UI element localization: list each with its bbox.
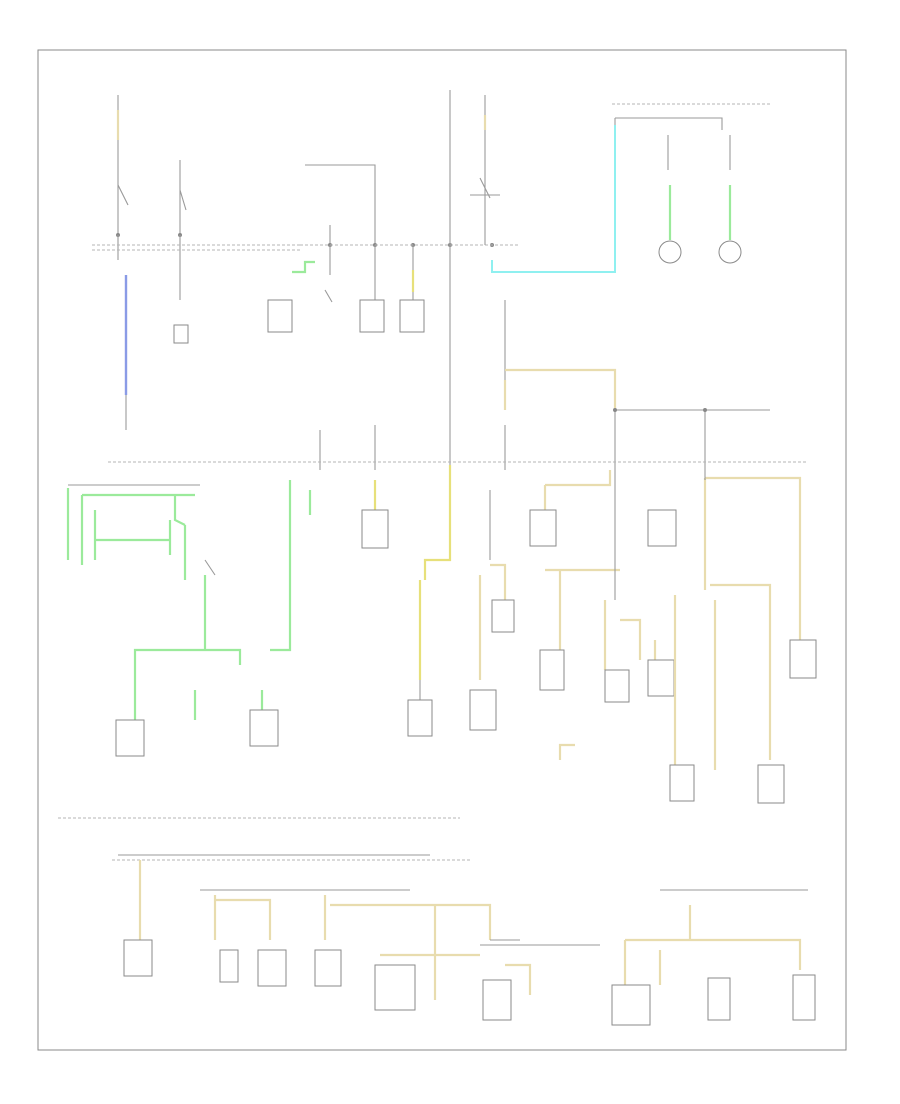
diagram-border (37, 49, 847, 1051)
component-box (529, 509, 557, 547)
component-box (539, 649, 565, 691)
relay-box (399, 299, 425, 333)
component-box (604, 669, 630, 703)
lamp-icon (718, 240, 742, 264)
component-box (219, 949, 239, 983)
component-box (792, 974, 816, 1021)
component-box (115, 719, 145, 757)
component-box (669, 764, 695, 802)
bottom-section (58, 817, 816, 1026)
component-box (789, 639, 817, 679)
component-box (314, 949, 342, 987)
component-box (173, 324, 189, 344)
component-box (611, 984, 651, 1026)
component-box (707, 977, 731, 1021)
relay-box (359, 299, 385, 333)
component-box (374, 964, 416, 1011)
component-box (647, 659, 675, 697)
component-box (482, 979, 512, 1021)
middle-feed (108, 300, 808, 470)
component-box (249, 709, 279, 747)
component-box (647, 509, 677, 547)
right-cluster (529, 470, 817, 804)
top-section (92, 90, 770, 465)
component-box (469, 689, 497, 731)
left-network (66, 480, 312, 757)
component-box (757, 764, 785, 804)
switch-box (407, 699, 433, 737)
component-box (123, 939, 153, 977)
component-box (491, 599, 515, 633)
middle-column (361, 465, 515, 737)
lamp-icon (658, 240, 682, 264)
relay-box (267, 299, 293, 333)
component-box (361, 509, 389, 549)
component-box (257, 949, 287, 987)
